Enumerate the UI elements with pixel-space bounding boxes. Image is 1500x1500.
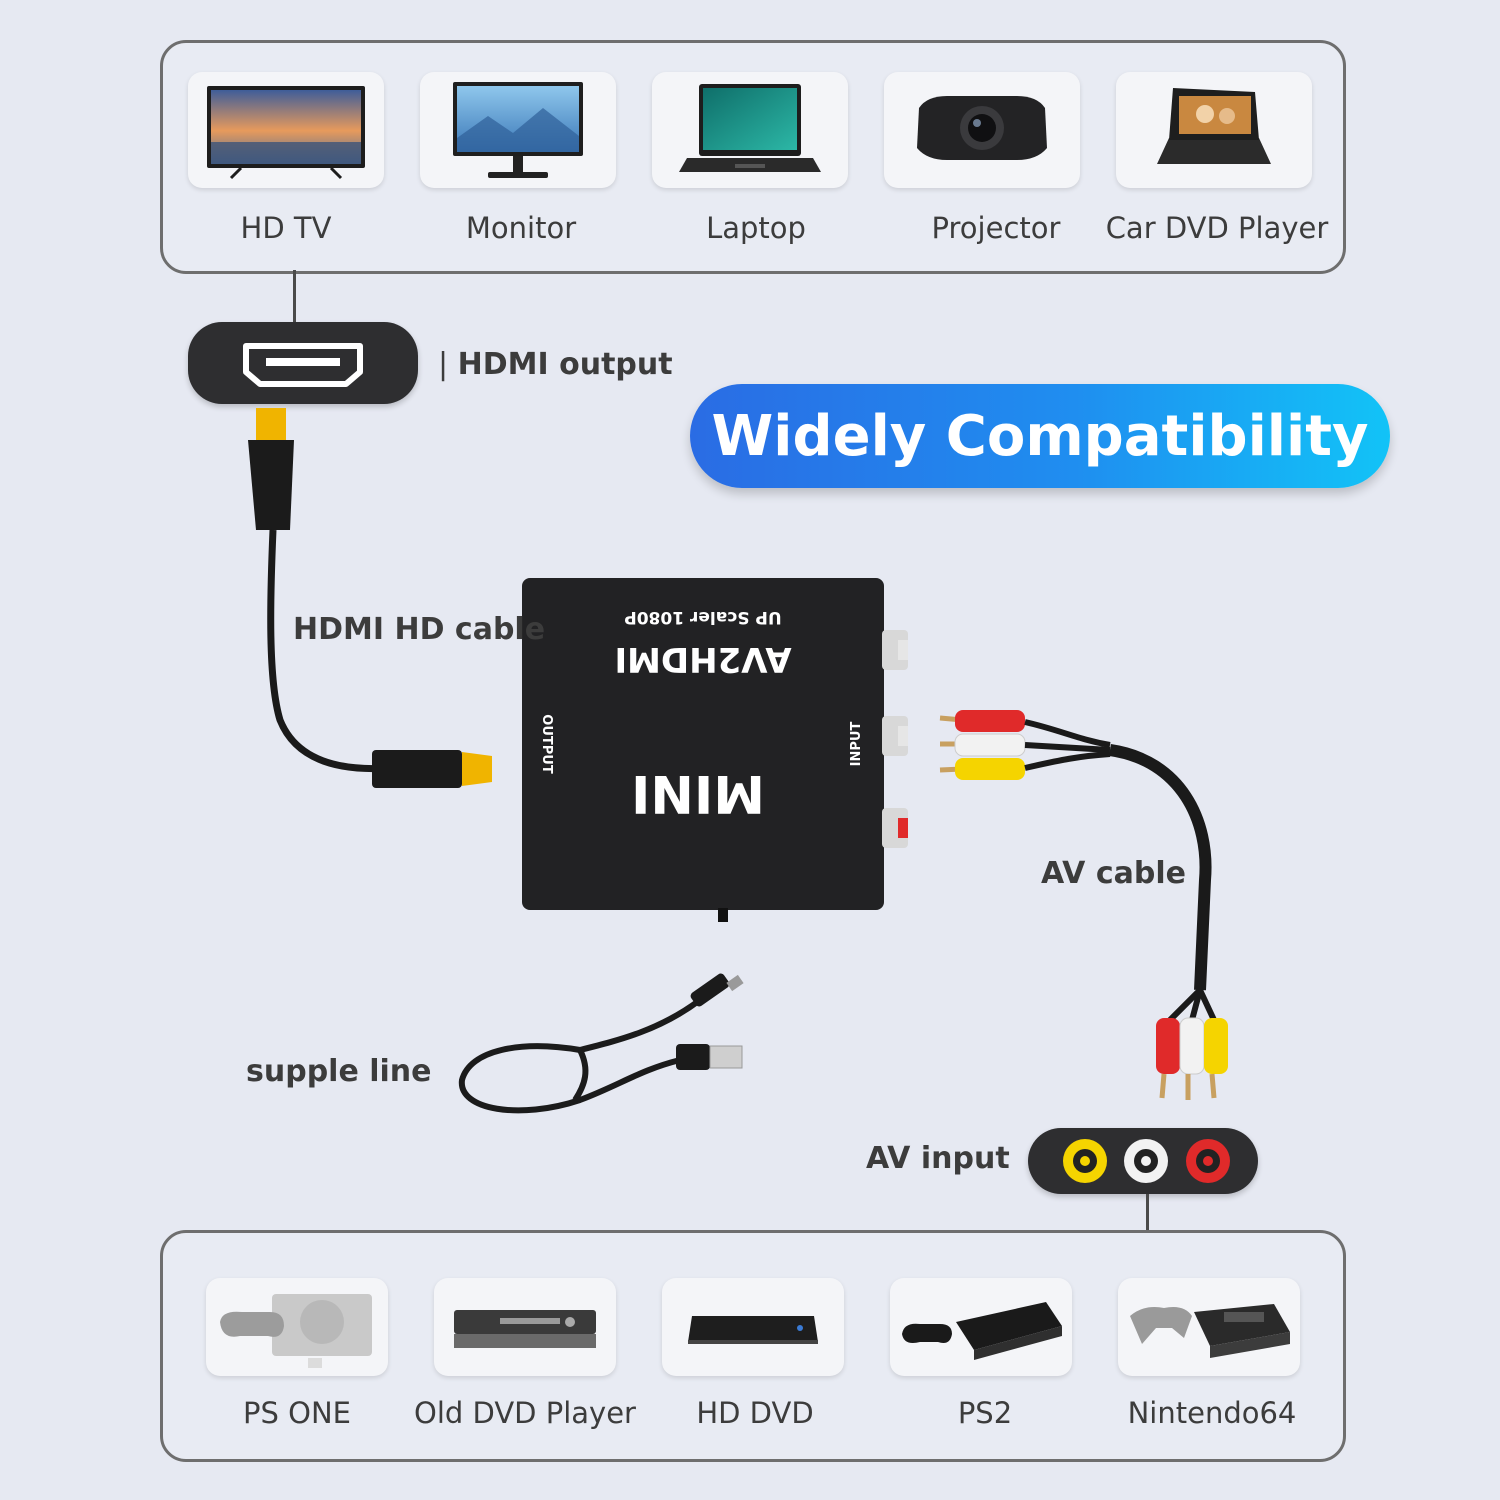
device-tile-laptop — [652, 72, 848, 188]
laptop-icon — [679, 84, 821, 172]
device-tile-monitor — [420, 72, 616, 188]
converter-badge: MINI — [631, 763, 765, 823]
rca-jacks-icon — [1063, 1139, 1230, 1183]
separator-bar: | — [438, 347, 458, 382]
ps-one-console-icon — [220, 1294, 372, 1368]
output-port-label: OUTPUT — [539, 714, 554, 774]
device-tile-hd-dvd — [662, 1278, 844, 1376]
hdmi-output-text: HDMI output — [457, 347, 673, 382]
ps2-console-icon — [902, 1302, 1062, 1360]
device-label-old-dvd-player: Old DVD Player — [414, 1396, 636, 1430]
input-port-label: INPUT — [849, 722, 864, 767]
car-dvd-player-icon — [1157, 88, 1271, 164]
av-cable — [939, 710, 1228, 1100]
device-label-hd-dvd: HD DVD — [696, 1396, 814, 1430]
device-tile-car-dvd-player — [1116, 72, 1312, 188]
monitor-icon — [453, 82, 583, 178]
av-cable-label: AV cable — [1041, 856, 1186, 891]
usb-power-cable — [458, 973, 744, 1114]
device-label-laptop: Laptop — [706, 211, 806, 245]
dvd-player-icon — [454, 1310, 596, 1348]
av-input-text: AV input — [866, 1141, 1010, 1176]
device-tile-projector — [884, 72, 1080, 188]
device-label-monitor: Monitor — [465, 211, 577, 245]
tv-icon — [207, 86, 365, 180]
hd-dvd-player-icon — [688, 1316, 818, 1344]
av-input-port-box — [1028, 1128, 1258, 1194]
hdmi-port-box — [188, 322, 418, 404]
converter-model: AV2HDMI — [614, 639, 791, 679]
device-label-nintendo64: Nintendo64 — [1127, 1396, 1297, 1430]
connector-line — [1146, 1194, 1149, 1230]
device-label-projector: Projector — [931, 211, 1061, 245]
device-tile-old-dvd-player — [434, 1278, 616, 1376]
device-tile-nintendo64 — [1118, 1278, 1300, 1376]
converter-subtitle: UP Scaler 1080P — [624, 607, 781, 627]
device-tile-ps-one — [206, 1278, 388, 1376]
connector-line — [293, 270, 296, 322]
nintendo64-console-icon — [1130, 1304, 1290, 1358]
hdmi-cable — [248, 408, 492, 788]
hdmi-port-icon — [243, 343, 363, 387]
converter-box: UP Scaler 1080P AV2HDMI MINI OUTPUT INPU… — [522, 578, 908, 922]
hdmi-output-label: | HDMI output — [438, 347, 673, 382]
device-label-ps2: PS2 — [957, 1396, 1013, 1430]
compatibility-banner: Widely Compatibility — [690, 384, 1390, 488]
device-label-ps-one: PS ONE — [243, 1396, 351, 1430]
hdmi-cable-label: HDMI HD cable — [293, 612, 546, 647]
device-label-hd-tv: HD TV — [240, 211, 332, 245]
device-label-car-dvd-player: Car DVD Player — [1105, 211, 1329, 245]
device-tile-hd-tv — [188, 72, 384, 188]
projector-icon — [917, 96, 1047, 160]
device-tile-ps2 — [890, 1278, 1072, 1376]
av-input-label: AV input | — [866, 1141, 1039, 1176]
supple-line-label: supple line — [246, 1054, 432, 1089]
